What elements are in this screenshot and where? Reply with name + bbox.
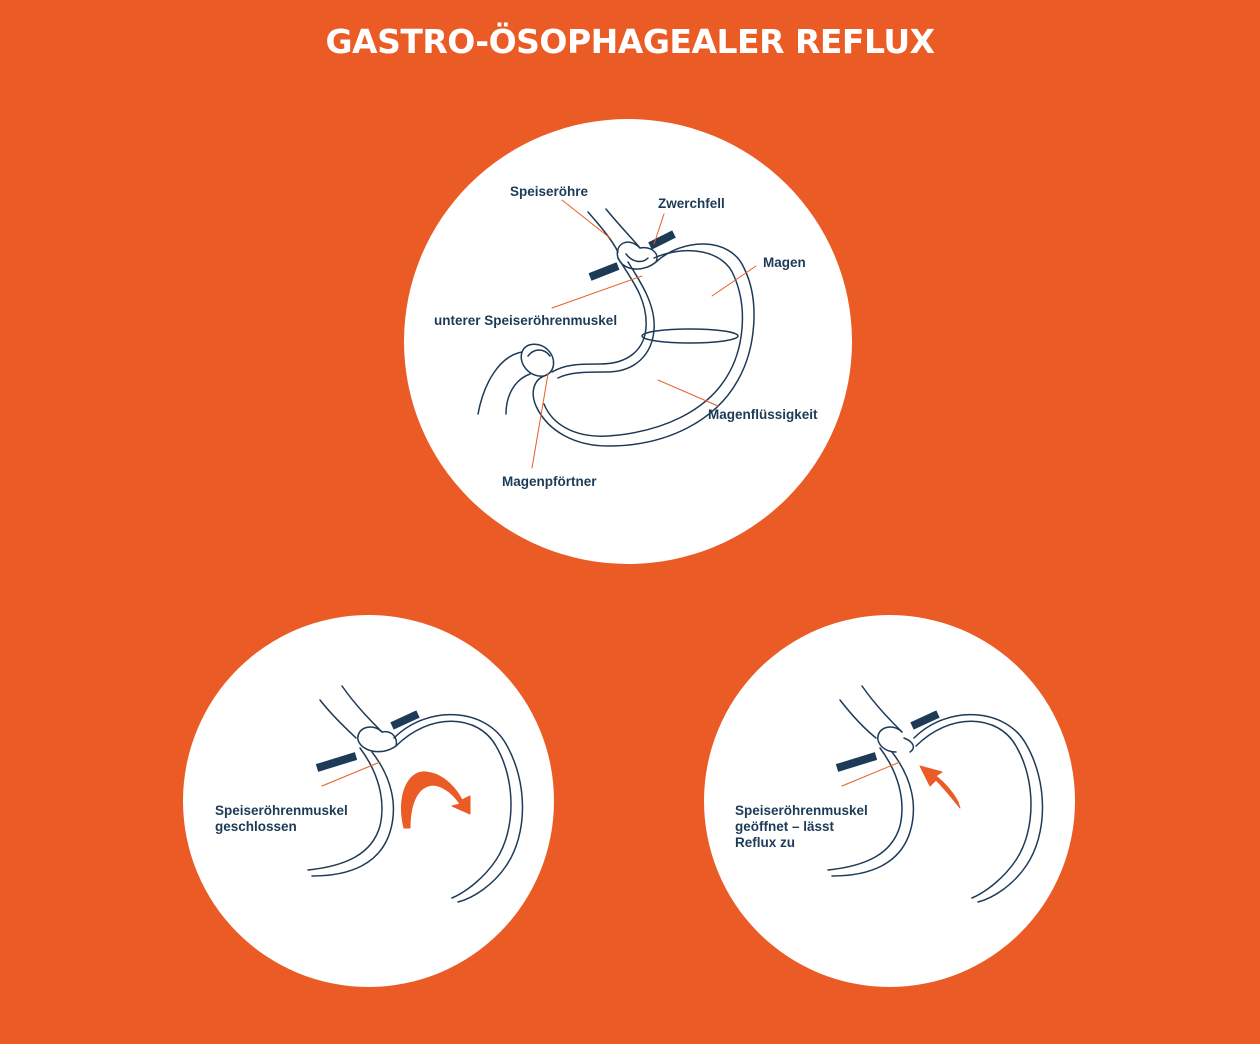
diaphragm-bar-left [835, 752, 878, 772]
esophagus-outline [587, 211, 619, 253]
label-open-line1: Speiseröhrenmuskel [735, 803, 868, 818]
reflux-arrow-down [400, 771, 471, 829]
stomach-anatomy-circle [404, 119, 852, 564]
sphincter-closed-circle [183, 615, 554, 987]
label-open-line3: Reflux zu [735, 835, 796, 850]
cardia-sphincter-closed [357, 726, 398, 753]
label-speiseroehre: Speiseröhre [510, 184, 589, 199]
diaphragm-bar-left [315, 752, 358, 772]
leader-speiseroehre [561, 199, 611, 239]
gastric-fluid-level [641, 328, 739, 344]
label-magen: Magen [763, 255, 806, 270]
label-magenpfoertner: Magenpförtner [502, 474, 597, 489]
label-unterer-speiseroehrenmuskel: unterer Speiseröhrenmuskel [434, 313, 618, 328]
label-magenfluessigkeit: Magenflüssigkeit [708, 407, 818, 422]
label-open-line2: geöffnet – lässt [735, 819, 835, 834]
diaphragm-bar-left [588, 262, 620, 281]
label-closed-line2: geschlossen [215, 819, 297, 834]
page-title: GASTRO-ÖSOPHAGEALER REFLUX [325, 22, 935, 61]
leader-open [841, 761, 901, 787]
reflux-arrow-up [919, 765, 961, 809]
cardia-sphincter-open [877, 726, 903, 753]
cardia-sphincter [616, 241, 658, 270]
diaphragm-bar-right [910, 710, 940, 730]
leader-magenfluessigkeit [657, 379, 719, 407]
label-closed-line1: Speiseröhrenmuskel [215, 803, 348, 818]
diaphragm-bar-right [390, 710, 420, 730]
stomach-inner-wall [543, 249, 744, 437]
leader-zwerchfell [653, 213, 665, 245]
leader-magen [711, 265, 757, 297]
pylorus-knot [520, 343, 555, 377]
duodenum-outline [477, 351, 523, 415]
leader-unterer-muskel [551, 275, 643, 309]
stomach-outer-wall [532, 243, 755, 447]
stomach-lesser-curvature [551, 257, 647, 373]
label-zwerchfell: Zwerchfell [658, 196, 725, 211]
sphincter-open-circle [704, 615, 1075, 987]
leader-magenpfoertner [531, 373, 549, 469]
leader-closed [321, 761, 381, 787]
